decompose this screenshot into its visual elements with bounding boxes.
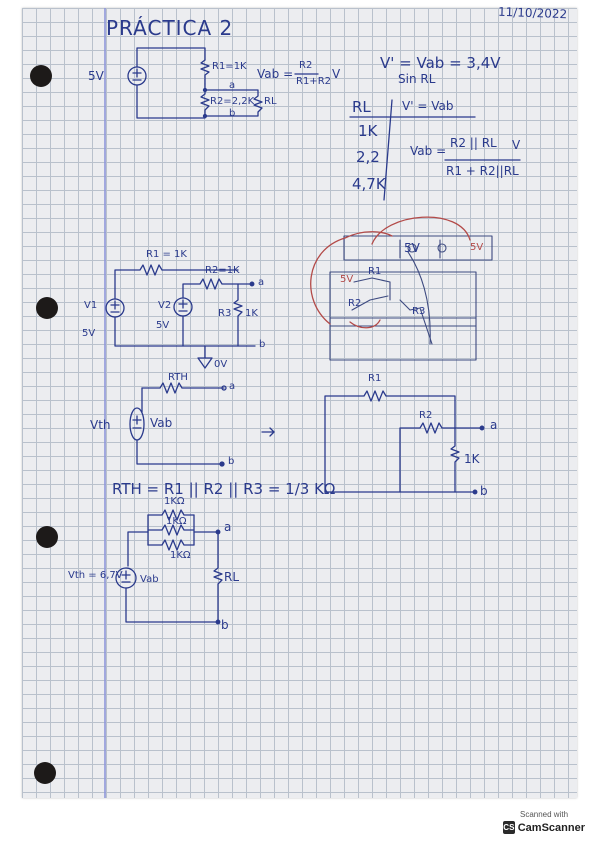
page-date: 11/10/2022 [497, 4, 568, 22]
th-vth-label: Vth [90, 418, 111, 432]
c4-vab-label: Vab [140, 574, 159, 585]
c2-node-b: b [259, 339, 266, 350]
punch-hole-4 [34, 762, 56, 784]
th-node-a: a [229, 381, 236, 392]
circuit-1-schematic [127, 47, 319, 119]
bb-r2-label: R2 [348, 298, 362, 309]
rl-table-lines [349, 99, 521, 201]
bb-v-right: 5V [470, 242, 484, 253]
c1-vab-den: R1+R2 [296, 76, 331, 87]
c1-r2-label: R2=2,2K [210, 96, 255, 107]
c2-v2-label: V2 [158, 300, 172, 311]
c3-r1-label: R1 [368, 373, 382, 384]
c2-node-a: a [258, 277, 265, 288]
camscanner-logo-icon: CS [503, 821, 515, 834]
c1-node-a: a [229, 80, 236, 91]
punch-hole-1 [30, 65, 52, 87]
c1-r1-label: R1=1K [212, 61, 247, 72]
c1-source-label: 5V [88, 69, 104, 83]
c3-node-b: b [480, 484, 488, 498]
rth-formula: RTH = R1 || R2 || R3 = 1/3 KΩ [112, 480, 336, 498]
scanned-with-text: Scanned with [519, 810, 569, 819]
c1-vab-unit: V [332, 67, 341, 81]
c4-node-a: a [224, 520, 232, 534]
c2-r1-label: R1 = 1K [146, 249, 187, 260]
c1-rl-label: RL [264, 96, 277, 107]
notebook-page [22, 8, 577, 798]
punch-hole-2 [36, 297, 58, 319]
th-node-b: b [228, 456, 235, 467]
c4-vth-label: Vth = 6,7V [68, 570, 123, 581]
c3-r2-label: R2 [419, 410, 433, 421]
bb-v-label: 5V [404, 241, 420, 255]
c4-r-mid: 1KΩ [166, 516, 187, 527]
th-vab-label: Vab [150, 416, 173, 430]
camscanner-name: CamScanner [517, 821, 585, 834]
punch-hole-3 [36, 526, 58, 548]
c3-node-a: a [490, 418, 498, 432]
circuit-2-schematic [105, 264, 256, 369]
c4-node-b: b [221, 618, 229, 632]
circuit-4-schematic [115, 509, 223, 625]
f2-left: Vab = [410, 144, 447, 158]
table-row-3: 4,7K [352, 175, 386, 193]
thevenin-equivalent [129, 382, 275, 467]
note-line-1: V' = Vab = 3,4V [380, 54, 501, 72]
c2-r3-label: R3 [218, 308, 232, 319]
c1-node-b: b [229, 108, 236, 119]
c1-vab-left: Vab = [257, 67, 294, 81]
f2-num: R2 || RL [450, 136, 497, 150]
th-rth-label: RTH [168, 372, 188, 383]
circuit-3-schematic [324, 390, 485, 495]
table-col-rl: RL [352, 98, 371, 116]
table-row-2: 2,2 [356, 148, 380, 166]
c4-rl-label: RL [224, 570, 240, 584]
c4-r-top: 1KΩ [164, 496, 185, 507]
c2-ground-label: 0V [214, 359, 228, 370]
table-row-1: 1K [358, 122, 378, 140]
breadboard-sketch [310, 216, 493, 361]
bb-v-left: 5V [340, 274, 354, 285]
table-col-v: V' = Vab [402, 99, 454, 113]
f2-unit: V [512, 138, 521, 152]
c2-r3-value: 1K [245, 308, 258, 319]
margin-line [104, 8, 106, 798]
camscanner-badge: Scanned with CS CamScanner [503, 810, 585, 840]
c1-vab-num: R2 [299, 60, 313, 71]
c2-v1-label: V1 [84, 300, 98, 311]
c2-r2-label: R2=1K [205, 265, 240, 276]
c3-r3-value: 1K [464, 452, 480, 466]
bb-r3-label: R3 [412, 306, 426, 317]
c2-v1-value: 5V [82, 328, 96, 339]
c2-v2-value: 5V [156, 320, 170, 331]
c4-r-bot: 1KΩ [170, 550, 191, 561]
f2-den: R1 + R2||RL [446, 164, 519, 178]
page-title: PRÁCTICA 2 [106, 16, 234, 40]
bb-r1-label: R1 [368, 266, 382, 277]
note-line-2: Sin RL [398, 72, 436, 86]
